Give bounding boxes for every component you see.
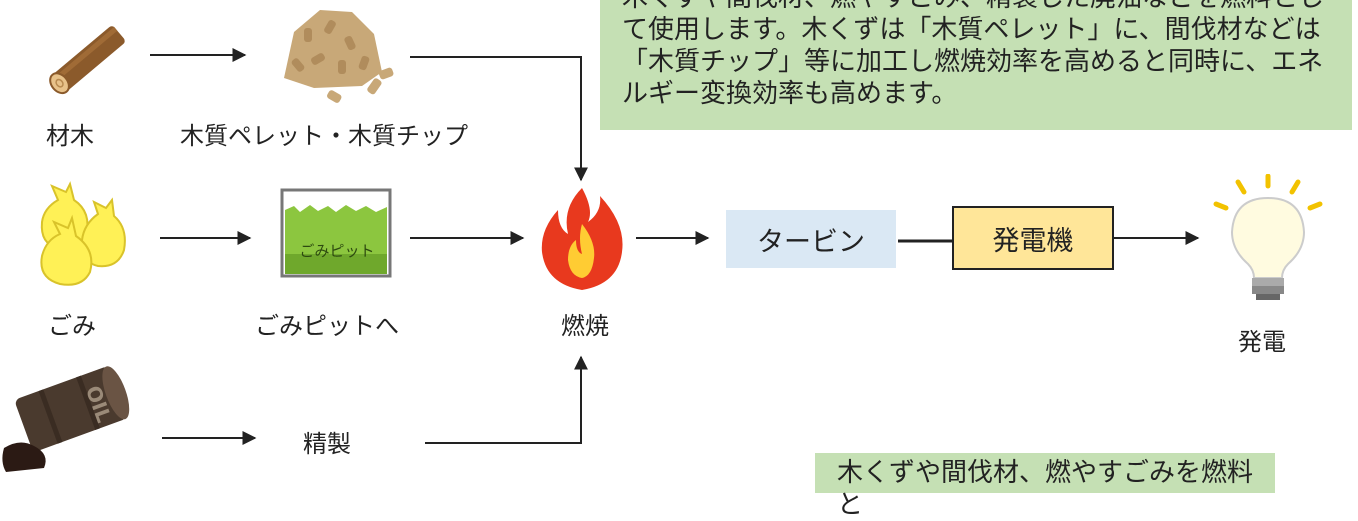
- garbage-label: ごみ: [48, 312, 96, 340]
- garbage-bag-icon: [40, 181, 126, 286]
- wood-label: 材木: [46, 122, 94, 150]
- pit-label: ごみピットへ: [255, 312, 399, 340]
- pellet-label: 木質ペレット・木質チップ: [180, 122, 468, 150]
- light-bulb-icon: [1213, 174, 1323, 300]
- wood-pellet-icon: [284, 10, 394, 103]
- generator-box: 発電機: [952, 206, 1114, 270]
- wood-log-icon: [49, 26, 125, 95]
- generation-label: 発電: [1238, 328, 1286, 356]
- flame-icon: [541, 188, 623, 290]
- pit-sign: ごみピット: [299, 242, 375, 260]
- note-bottom: 木くずや間伐材、燃やすごみを燃料と: [815, 453, 1275, 520]
- refine-label: 精製: [303, 430, 351, 458]
- turbine-box: タービン: [726, 210, 896, 268]
- combustion-label: 燃焼: [561, 312, 609, 340]
- note-top: 木くずや間伐材、燃やすごみ、精製した廃油などを燃料として使用します。木くずは「木…: [600, 0, 1352, 130]
- arrow-refine-to-combustion: [425, 355, 588, 444]
- oil-drum-icon: [2, 366, 130, 472]
- flow-lines: [150, 48, 1200, 445]
- garbage-pit-icon: [280, 188, 392, 278]
- arrow-pellet-to-combustion: [410, 56, 588, 182]
